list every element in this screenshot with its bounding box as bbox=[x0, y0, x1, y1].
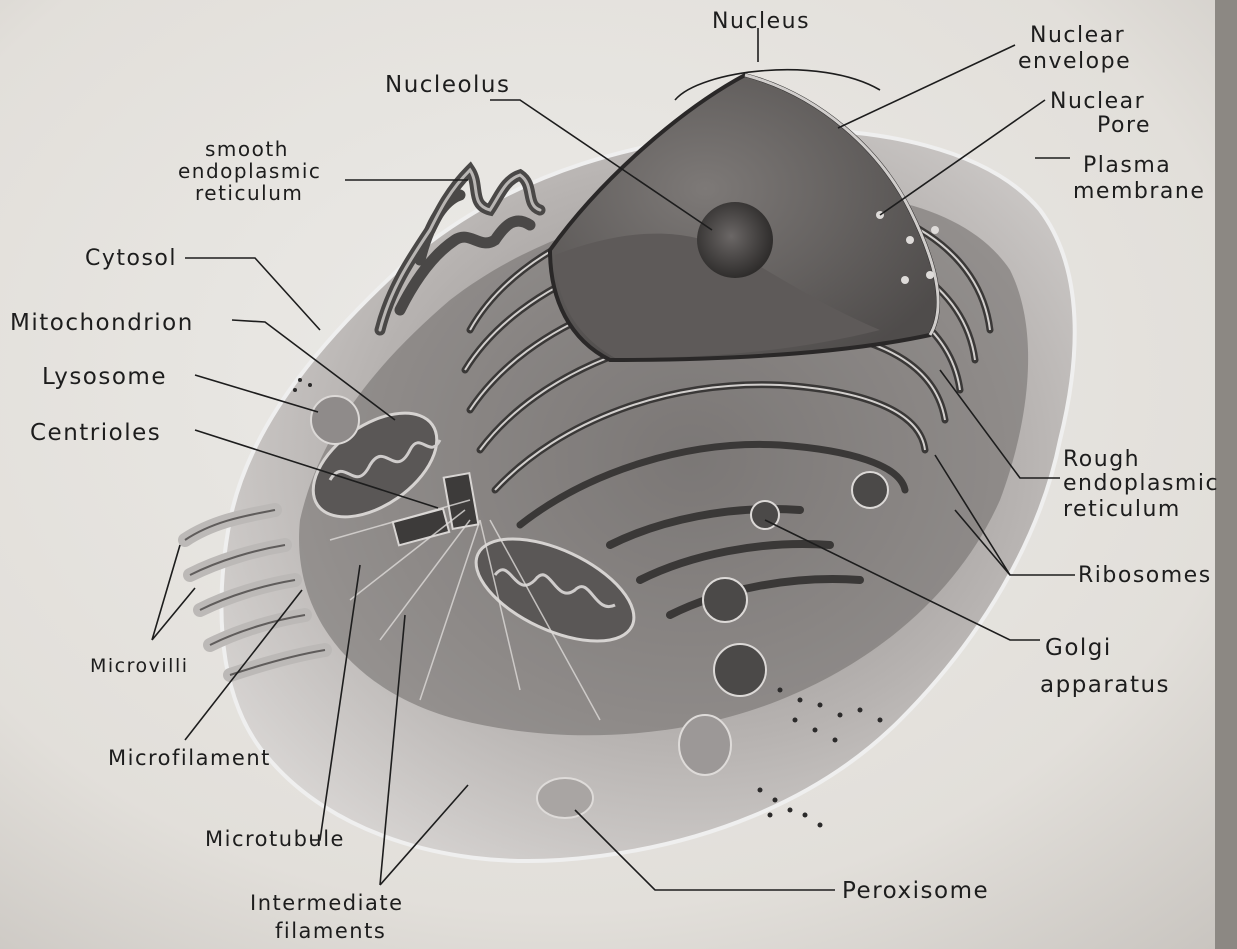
label-microvilli: Microvilli bbox=[90, 655, 189, 677]
label-rough-er-3: reticulum bbox=[1063, 497, 1181, 522]
label-peroxisome: Peroxisome bbox=[842, 878, 989, 904]
nucleolus bbox=[697, 202, 773, 278]
label-microtubule: Microtubule bbox=[205, 827, 345, 851]
label-intermediate-2: filaments bbox=[275, 919, 386, 943]
label-nucleolus: Nucleolus bbox=[385, 72, 511, 98]
label-plasma-membrane-1: Plasma bbox=[1083, 153, 1171, 178]
label-nuclear-envelope-2: envelope bbox=[1018, 49, 1131, 74]
label-cytosol: Cytosol bbox=[85, 246, 177, 271]
label-golgi-1: Golgi bbox=[1045, 635, 1112, 661]
label-rough-er-2: endoplasmic bbox=[1063, 471, 1219, 496]
label-smooth-er-1: smooth bbox=[205, 137, 289, 161]
label-smooth-er-3: reticulum bbox=[195, 181, 303, 205]
label-microfilament: Microfilament bbox=[108, 746, 271, 770]
peroxisome bbox=[537, 778, 593, 818]
label-nuclear-pore-2: Pore bbox=[1097, 113, 1151, 138]
label-centrioles: Centrioles bbox=[30, 420, 161, 446]
label-lysosome: Lysosome bbox=[42, 364, 167, 390]
label-ribosomes: Ribosomes bbox=[1078, 563, 1212, 588]
label-golgi-2: apparatus bbox=[1040, 672, 1170, 698]
surface-vesicle bbox=[679, 715, 731, 775]
label-nuclear-pore-1: Nuclear bbox=[1050, 89, 1145, 114]
label-nuclear-envelope-1: Nuclear bbox=[1030, 23, 1125, 48]
label-rough-er-1: Rough bbox=[1063, 447, 1140, 472]
label-intermediate-1: Intermediate bbox=[250, 891, 404, 915]
label-mitochondrion: Mitochondrion bbox=[10, 310, 194, 336]
label-nucleus: Nucleus bbox=[712, 9, 810, 34]
label-plasma-membrane-2: membrane bbox=[1073, 179, 1205, 204]
label-smooth-er-2: endoplasmic bbox=[178, 159, 321, 183]
lysosome bbox=[311, 396, 359, 444]
